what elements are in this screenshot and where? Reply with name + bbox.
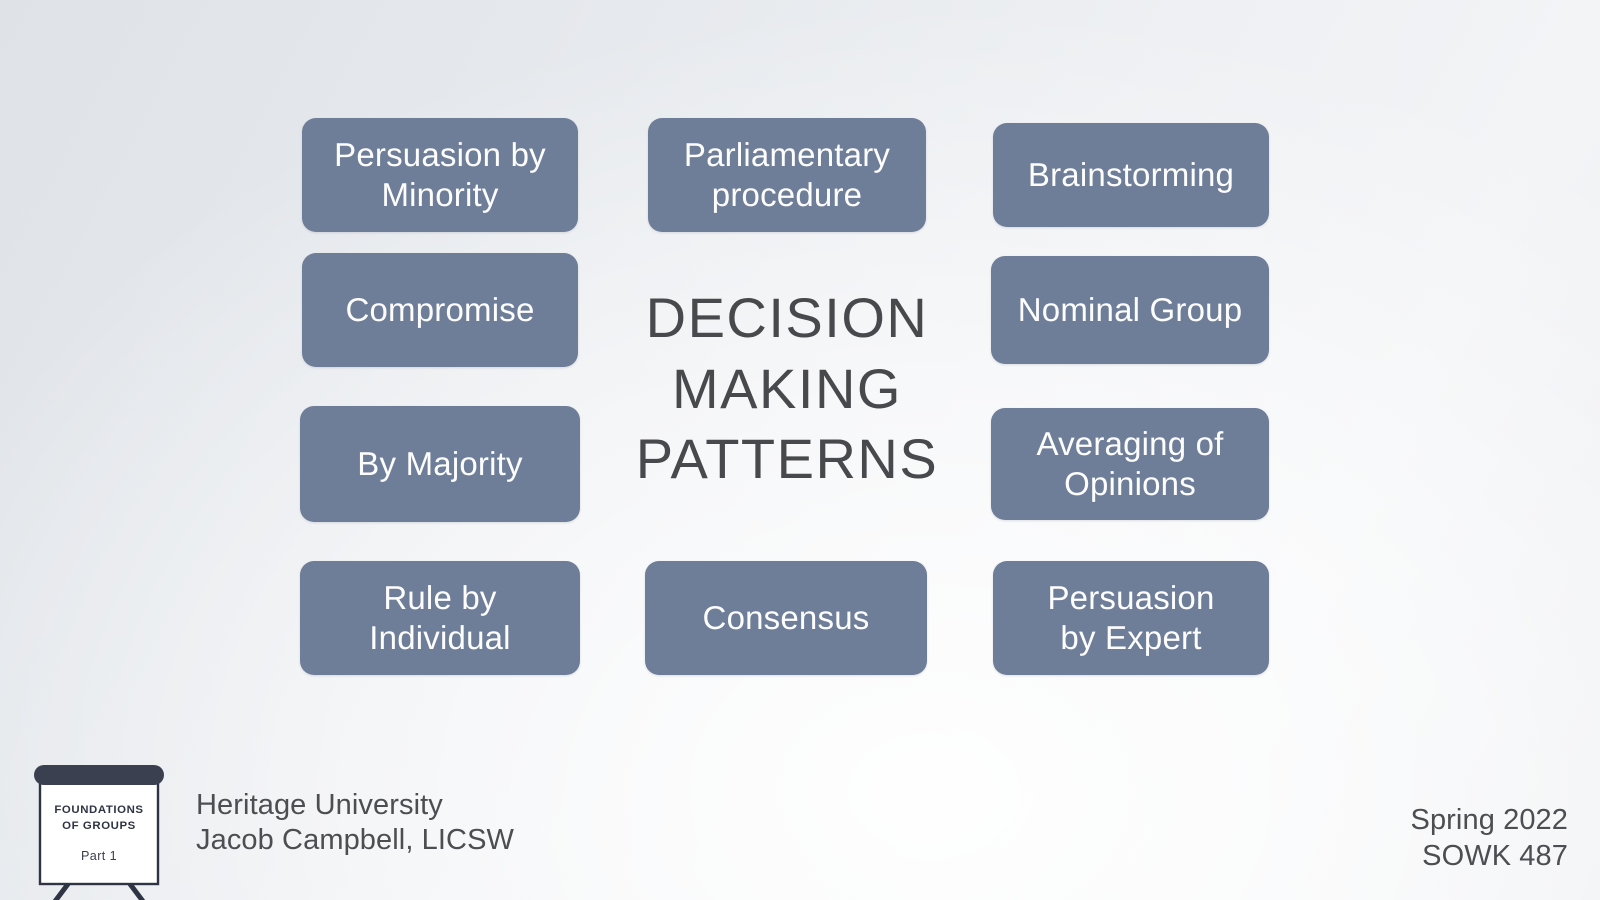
pattern-box-compromise[interactable]: Compromise bbox=[302, 253, 578, 367]
pattern-box-by-majority[interactable]: By Majority bbox=[300, 406, 580, 522]
slide-title-line2: MAKING bbox=[672, 356, 902, 420]
course-logo: FOUNDATIONS OF GROUPS Part 1 bbox=[24, 756, 176, 900]
easel-leg-right bbox=[127, 881, 146, 900]
pattern-box-label: Compromise bbox=[345, 290, 535, 328]
logo-part-label: Part 1 bbox=[81, 849, 117, 863]
pattern-box-label-line2: by Expert bbox=[1060, 619, 1202, 656]
pattern-box-label-line2: Minority bbox=[381, 176, 499, 213]
pattern-box-label-line1: Persuasion by bbox=[334, 135, 546, 173]
logo-title-line2: OF GROUPS bbox=[62, 820, 136, 832]
footer-instructor: Jacob Campbell, LICSW bbox=[196, 824, 514, 857]
easel-board bbox=[38, 778, 160, 886]
footer-course-info: Spring 2022 SOWK 487 bbox=[1411, 803, 1569, 875]
slide-title-line1: DECISION bbox=[645, 286, 929, 349]
easel-clamp-bar bbox=[34, 765, 164, 785]
footer-attribution: Heritage University Jacob Campbell, LICS… bbox=[196, 788, 514, 859]
slide-title-line3: PATTERNS bbox=[635, 427, 939, 491]
pattern-box-nominal-group[interactable]: Nominal Group bbox=[991, 256, 1269, 364]
pattern-box-label: By Majority bbox=[357, 444, 523, 482]
pattern-box-label: Brainstorming bbox=[1027, 155, 1235, 193]
footer-course-code: SOWK 487 bbox=[1422, 839, 1568, 872]
pattern-box-consensus[interactable]: Consensus bbox=[645, 561, 927, 675]
pattern-box-label-line2: Opinions bbox=[1064, 465, 1196, 502]
pattern-box-label-line1: Rule by bbox=[383, 578, 497, 616]
logo-title-line1: FOUNDATIONS bbox=[54, 804, 143, 816]
pattern-box-label-line1: Averaging of bbox=[1036, 424, 1224, 462]
pattern-box-label-line2: procedure bbox=[711, 176, 863, 213]
footer-term: Spring 2022 bbox=[1410, 804, 1568, 836]
footer-institution: Heritage University bbox=[196, 789, 443, 821]
pattern-box-label: Nominal Group bbox=[1017, 290, 1243, 328]
pattern-box-label-line1: Parliamentary bbox=[683, 135, 891, 173]
pattern-box-label-line1: Persuasion bbox=[1047, 578, 1215, 616]
easel-leg-left bbox=[52, 881, 71, 900]
pattern-box-label: Consensus bbox=[702, 598, 870, 636]
pattern-box-label-line2: Individual bbox=[369, 619, 511, 656]
flipchart-easel-icon: FOUNDATIONS OF GROUPS Part 1 bbox=[34, 765, 164, 900]
pattern-box-brainstorming[interactable]: Brainstorming bbox=[993, 123, 1269, 227]
slide-title: DECISION MAKING PATTERNS bbox=[592, 283, 982, 495]
